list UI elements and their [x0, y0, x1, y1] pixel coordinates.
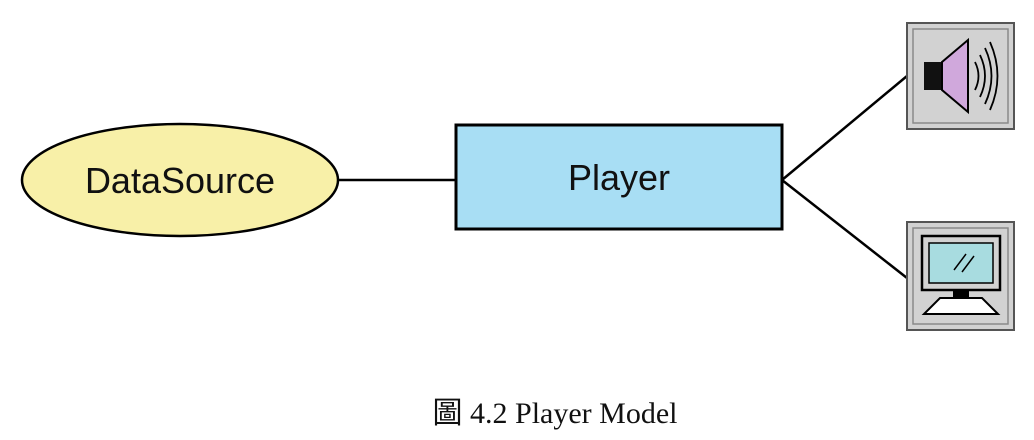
speaker-magnet: [924, 62, 942, 90]
sound-waves: [974, 41, 999, 111]
speaker-frame-inner: [912, 28, 1009, 124]
monitor-frame-inner: [912, 227, 1009, 325]
datasource-label: DataSource: [85, 160, 275, 201]
player-box: [454, 123, 784, 231]
speaker-icon: [906, 22, 1015, 130]
figure-caption: 圖 4.2 Player Model: [433, 397, 678, 430]
screen-glare: [953, 253, 975, 273]
monitor-base: [921, 297, 1001, 315]
connectors: [338, 75, 908, 279]
datasource-ellipse: [20, 122, 340, 238]
monitor-icon: [906, 221, 1015, 331]
monitor-screen: [928, 242, 994, 284]
edge-player-speaker: [781, 75, 908, 181]
player-label: Player: [568, 157, 670, 198]
edge-player-monitor: [781, 179, 908, 279]
speaker-cone: [941, 37, 969, 115]
datasource-node: DataSource: [20, 122, 340, 238]
monitor-neck: [953, 290, 969, 298]
player-node: Player: [454, 123, 784, 231]
